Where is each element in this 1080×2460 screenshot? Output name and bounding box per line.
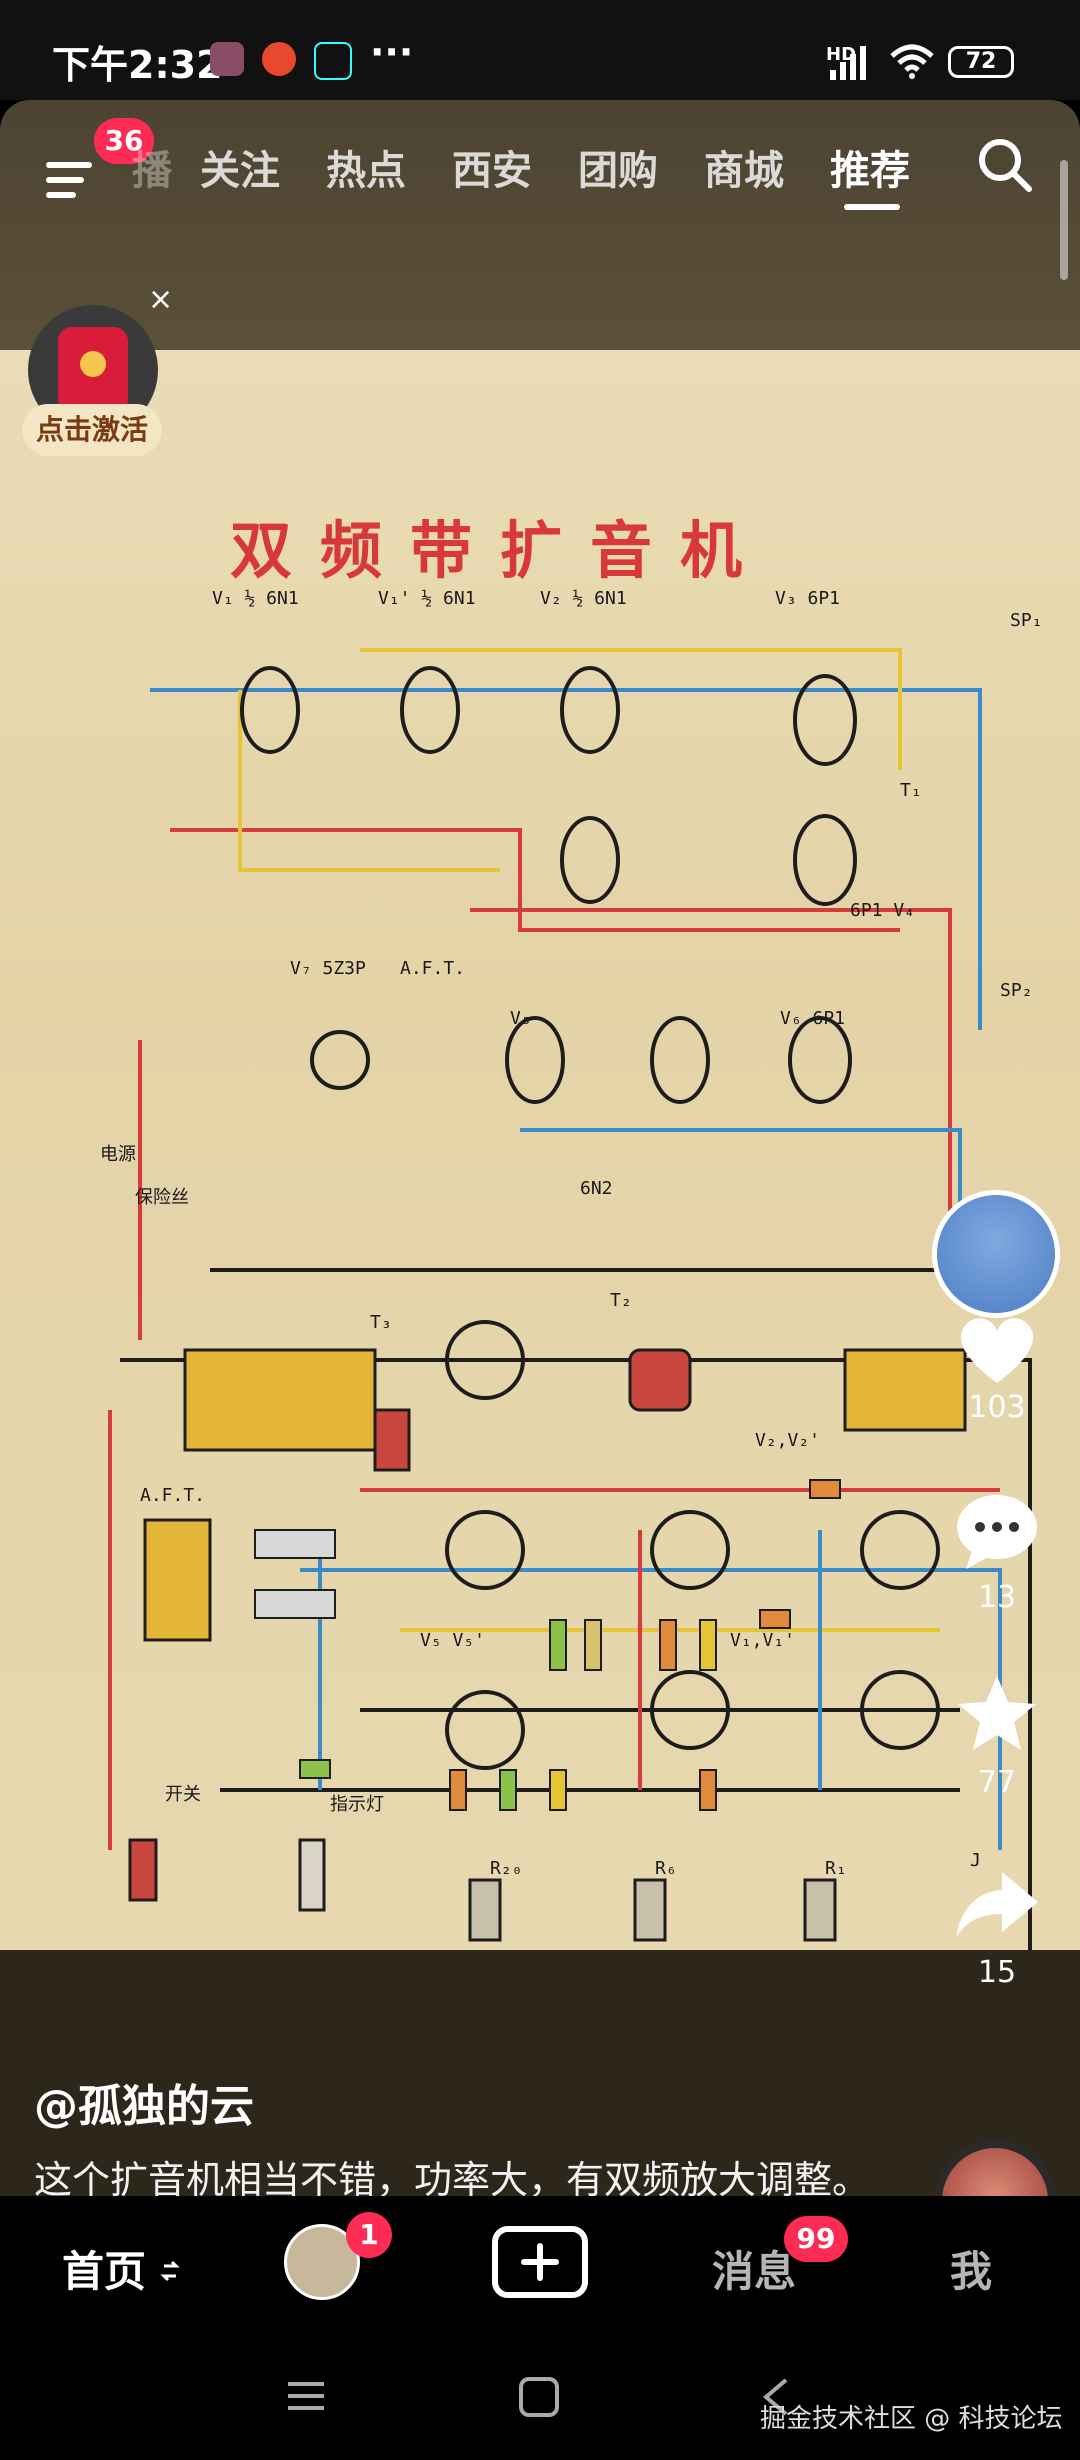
label-r1: R₁ <box>825 1858 847 1879</box>
menu-button[interactable] <box>42 152 98 208</box>
label-v1: V₁ ½ 6N1 <box>212 588 299 609</box>
heart-icon[interactable] <box>952 1305 1042 1395</box>
label-indicator: 指示灯 <box>330 1794 384 1815</box>
label-t3: T₃ <box>370 1312 392 1333</box>
favorite-count: 77 <box>977 1765 1017 1800</box>
envelope-seal <box>80 351 106 377</box>
comment-icon[interactable] <box>952 1485 1042 1575</box>
tab-following[interactable]: 关注 <box>200 148 280 194</box>
label-v6: V₆ 6P1 <box>780 1008 846 1029</box>
signal-icon <box>830 46 866 80</box>
label-v4: 6P1 V₄ <box>850 900 916 921</box>
app-notification-icon <box>210 42 244 76</box>
star-icon[interactable] <box>952 1670 1042 1760</box>
weibo-icon <box>262 42 296 76</box>
label-v5v5: V₅ V₅' <box>420 1630 486 1651</box>
poster-title: 双频带扩音机 <box>230 514 771 587</box>
author-name[interactable]: @孤独的云 <box>34 2081 254 2132</box>
label-r20: R₂₀ <box>490 1858 523 1879</box>
circuit-diagram <box>108 648 1032 1950</box>
schematic-poster <box>0 350 1080 1950</box>
label-v1v1: V₁,V₁' <box>730 1630 796 1651</box>
label-v5: V₅ <box>510 1008 532 1029</box>
creator-avatar[interactable] <box>932 1190 1060 1318</box>
status-time: 下午2:32 <box>52 43 223 87</box>
more-notifications-icon: ··· <box>370 30 414 74</box>
label-v2v2: V₂,V₂' <box>755 1430 821 1451</box>
label-j: J <box>970 1850 981 1871</box>
label-r6: R₆ <box>655 1858 677 1879</box>
swap-icon <box>160 2260 180 2282</box>
messages-badge: 99 <box>784 2216 848 2262</box>
active-tab-indicator <box>844 204 900 210</box>
label-v1b: V₁' ½ 6N1 <box>378 588 476 609</box>
tab-trending[interactable]: 热点 <box>326 148 406 194</box>
scrollbar <box>1060 160 1068 280</box>
tab-recommend[interactable]: 推荐 <box>830 148 910 194</box>
label-sp1: SP₁ <box>1010 610 1043 631</box>
nav-me[interactable]: 我 <box>950 2247 993 2296</box>
label-6n2: 6N2 <box>580 1178 613 1199</box>
label-fuse: 保险丝 <box>135 1187 189 1208</box>
battery-icon: 72 <box>948 46 1014 78</box>
label-v2: V₂ ½ 6N1 <box>540 588 627 609</box>
back-icon[interactable] <box>760 2376 790 2418</box>
comment-count: 13 <box>977 1580 1017 1615</box>
like-count: 103 <box>968 1390 1026 1425</box>
wifi-icon <box>890 44 934 79</box>
caption-body: 这个扩音机相当不错，功率大，有双频放大调整。怎么调试参考前两天发的... <box>34 2158 871 2196</box>
red-envelope-icon <box>58 327 128 413</box>
hd-icon: HD <box>826 44 857 65</box>
label-aft-block: A.F.T. <box>140 1485 206 1506</box>
watermark: 掘金技术社区 @ 科技论坛 <box>760 2404 1063 2434</box>
tab-partial[interactable]: 播 <box>132 148 172 194</box>
label-v3: V₃ 6P1 <box>775 588 841 609</box>
share-icon[interactable] <box>952 1860 1042 1950</box>
label-t1: T₁ <box>900 780 922 801</box>
nav-home[interactable]: 首页 <box>62 2247 147 2296</box>
recents-icon[interactable] <box>286 2378 326 2414</box>
friends-badge: 1 <box>346 2212 392 2258</box>
nav-messages[interactable]: 消息 <box>712 2247 797 2296</box>
tab-local[interactable]: 西安 <box>452 148 532 194</box>
label-power: 电源 <box>100 1144 136 1165</box>
video-player[interactable]: 双频带扩音机 V₁ ½ 6N1 V₁' ½ 6N1 V₂ ½ 6N1 V₃ 6P… <box>0 100 1080 2196</box>
plus-icon <box>521 2243 559 2281</box>
tab-mall[interactable]: 商城 <box>704 148 784 194</box>
menu-badge: 36 <box>94 118 154 164</box>
tiktok-icon <box>314 42 352 80</box>
status-bar: 下午2:32 ··· HD 72 <box>0 0 1080 100</box>
close-icon[interactable]: × <box>148 282 174 317</box>
video-top-band <box>0 100 1080 350</box>
share-count: 15 <box>977 1955 1017 1990</box>
bottom-nav: 首页 1 消息 99 我 <box>0 2196 1080 2326</box>
label-aft: A.F.T. <box>400 958 466 979</box>
caption-band <box>0 1950 1080 2196</box>
create-button[interactable] <box>492 2226 588 2298</box>
search-icon[interactable] <box>975 135 1035 195</box>
label-sp2: SP₂ <box>1000 980 1033 1001</box>
label-switch: 开关 <box>165 1784 201 1805</box>
tab-group-buy[interactable]: 团购 <box>578 148 658 194</box>
caption-text: 这个扩音机相当不错，功率大，有双频放大调整。怎么调试参考前两天发的... 展开 <box>34 2150 874 2196</box>
label-v7: V₇ 5Z3P <box>290 958 366 979</box>
system-nav-bar: 掘金技术社区 @ 科技论坛 <box>0 2326 1080 2460</box>
home-icon[interactable] <box>518 2376 560 2418</box>
activate-button[interactable]: 点击激活 <box>22 404 162 456</box>
label-t2: T₂ <box>610 1290 632 1311</box>
